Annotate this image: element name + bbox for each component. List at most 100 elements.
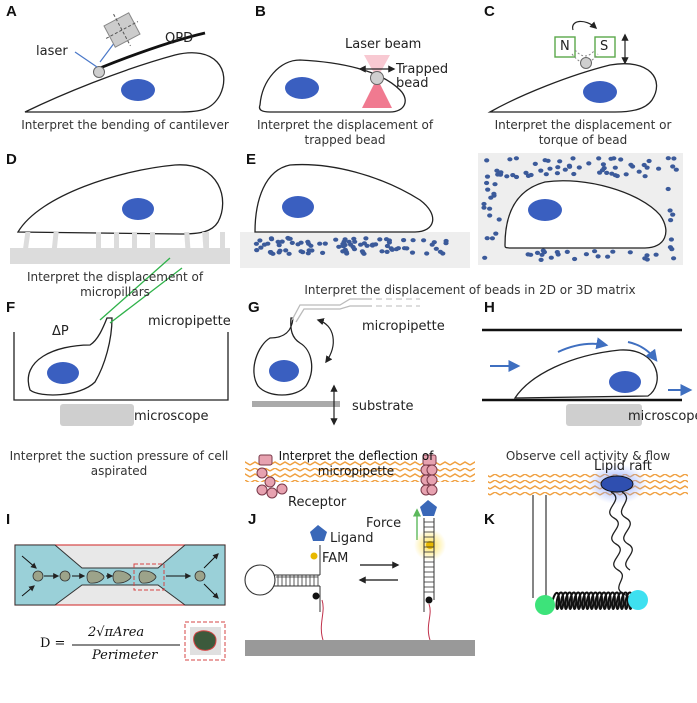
bead-dot — [504, 174, 510, 179]
microscope-label-h: microscope — [628, 409, 697, 424]
bead-dot — [348, 242, 354, 247]
bead-dot — [491, 191, 497, 196]
receptor-label: Receptor — [288, 495, 347, 510]
bead-dot — [671, 256, 677, 261]
panel-d-graphic — [10, 164, 230, 264]
bead-dot — [342, 247, 348, 252]
ligand-left — [310, 525, 327, 541]
bead-dot — [557, 159, 563, 164]
cell-nucleus-a — [121, 79, 155, 101]
panel-a-graphic — [24, 12, 225, 113]
bead-dot — [395, 246, 401, 251]
microscope-label-f: microscope — [134, 409, 209, 424]
bead-dot — [258, 245, 264, 250]
bead-dot — [487, 213, 493, 218]
bead-dot — [610, 249, 616, 254]
bead-dot — [494, 168, 500, 173]
panel-e-letter: E — [246, 151, 257, 168]
bead-dot — [627, 250, 633, 255]
bead-dot — [386, 240, 392, 245]
bead-dot — [668, 218, 674, 223]
bead-dot — [673, 167, 679, 172]
bead-dot — [437, 249, 443, 254]
bead-dot — [513, 156, 520, 161]
bead-dot — [636, 169, 642, 174]
bead-dot — [571, 171, 577, 177]
bead-dot — [538, 168, 544, 173]
bead-dot — [424, 251, 430, 256]
panel-f-graphic — [13, 257, 229, 426]
bead-dot — [564, 249, 570, 254]
membrane-j — [245, 460, 475, 482]
pillar-base — [10, 248, 230, 264]
laser-beam-label: Laser beam — [345, 37, 422, 52]
bead-dot — [671, 156, 677, 161]
bead-dot — [525, 252, 531, 257]
bead-dot — [257, 238, 263, 243]
bead-dot — [487, 206, 493, 211]
bead-dot — [496, 217, 502, 222]
bead-dot — [429, 242, 435, 247]
microscope-f — [60, 404, 134, 426]
bead-dot — [612, 165, 618, 170]
panel-f-letter: F — [6, 299, 16, 316]
bead-dot — [433, 246, 439, 251]
bead-dot — [269, 237, 275, 242]
laser-cone-top — [364, 55, 390, 75]
bead-dot — [668, 237, 675, 242]
bead-dot — [642, 174, 648, 179]
formula-numerator: 2√πArea — [88, 625, 145, 640]
bead-dot — [605, 254, 611, 259]
panel-g-letter: G — [248, 299, 260, 316]
bead-dot — [555, 165, 561, 170]
bead-dot — [384, 249, 390, 254]
lipid-raft — [600, 475, 634, 493]
panel-a-letter: A — [6, 3, 17, 20]
bead-dot — [528, 172, 534, 178]
bead-dot — [618, 157, 624, 162]
bead-dot — [275, 239, 281, 244]
bead-dot — [298, 240, 304, 245]
bead-dot — [665, 186, 671, 192]
bead-dot — [481, 205, 487, 210]
bead-dot — [484, 158, 490, 163]
bead-dot — [379, 249, 385, 254]
bead-dot — [298, 249, 304, 254]
bead-dot — [562, 167, 568, 172]
bead-dot — [488, 195, 494, 200]
bead-dot — [389, 247, 395, 252]
bead-dot — [646, 158, 652, 164]
bead-dot — [596, 156, 602, 161]
panel-j-letter: J — [248, 511, 257, 528]
fluor-cyan-k — [628, 590, 648, 610]
bead-dot — [653, 252, 659, 257]
bead-dot — [576, 165, 582, 170]
bead-dot — [600, 162, 607, 167]
bead-dot — [567, 164, 573, 169]
micropipette-label-f: micropipette — [148, 314, 231, 329]
bead-dot — [523, 170, 529, 175]
substrate-bar — [252, 401, 340, 407]
bead-dot — [614, 173, 620, 179]
panel-i-graphic — [14, 544, 226, 661]
magnet-s — [594, 36, 616, 58]
bead-dot — [254, 248, 260, 253]
bead-dot — [572, 256, 578, 262]
surface-j — [245, 640, 475, 656]
bead-dot — [538, 257, 544, 262]
panel-h-caption: Observe cell activity & flow — [505, 449, 671, 463]
bead-dot — [253, 241, 259, 246]
bead-dot — [320, 250, 326, 255]
bead-dot — [510, 173, 516, 178]
panel-e-graphic — [240, 153, 683, 268]
microscope-h — [566, 404, 642, 426]
panel-h-graphic — [482, 328, 693, 426]
bead-dot — [333, 237, 339, 242]
panel-c-caption: Interpret the displacement or torque of … — [494, 118, 672, 147]
bead-dot — [276, 250, 282, 255]
bead-dot — [554, 250, 560, 255]
bead-dot — [384, 243, 390, 249]
bead-dot — [599, 168, 606, 173]
bead-dot — [623, 172, 629, 177]
